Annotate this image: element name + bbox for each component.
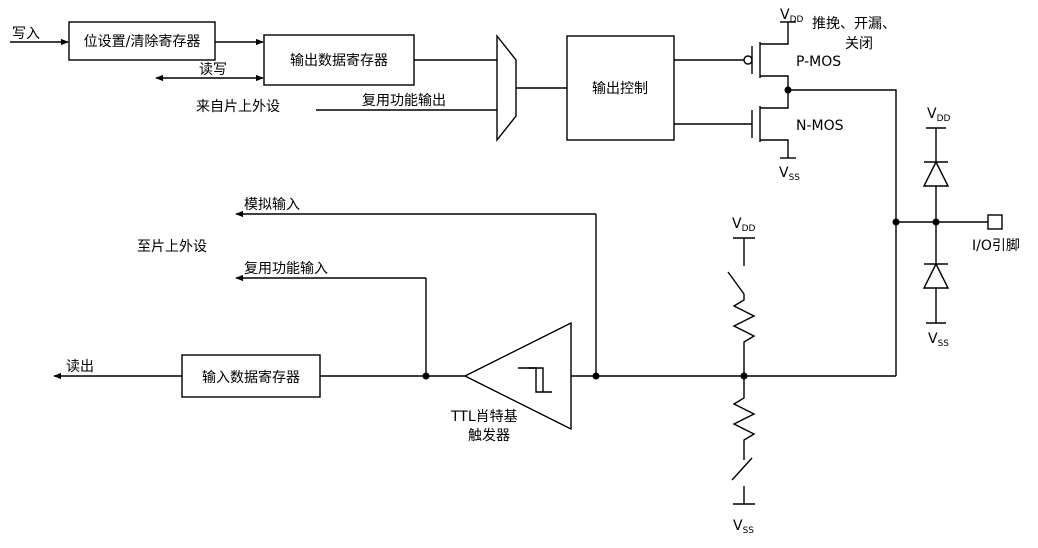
pmos-source-wire bbox=[760, 22, 789, 45]
pullup-vdd-label: VDD bbox=[732, 216, 756, 234]
alt-func-input-node-dot bbox=[422, 372, 430, 380]
upper-protection-diode bbox=[922, 160, 950, 187]
pullup-switch bbox=[727, 271, 745, 295]
pulldown-switch bbox=[731, 457, 753, 481]
pmos-vdd-label: VDD bbox=[780, 7, 804, 25]
diode-vss-label: VSS bbox=[928, 331, 949, 349]
read-out-label: 读出 bbox=[66, 358, 94, 375]
input-data-register-label: 输入数据寄存器 bbox=[202, 369, 300, 386]
from-onchip-peripheral-label: 来自片上外设 bbox=[196, 99, 280, 115]
output-mode-label-line1: 推挽、开漏、 bbox=[812, 16, 896, 32]
output-data-register-label: 输出数据寄存器 bbox=[290, 52, 388, 69]
output-data-register-box bbox=[263, 34, 415, 86]
pmos-drain-wire bbox=[760, 75, 789, 90]
ttl-schmitt-label-line2: 触发器 bbox=[468, 428, 510, 444]
pmos-gate-bubble bbox=[743, 55, 753, 65]
pulldown-resistor bbox=[732, 376, 756, 460]
output-control-label: 输出控制 bbox=[592, 81, 648, 97]
output-mux bbox=[496, 33, 517, 143]
pmos-label: P-MOS bbox=[796, 54, 841, 70]
pullup-resistor bbox=[732, 294, 756, 376]
output-control-box bbox=[566, 35, 675, 141]
bit-set-clear-register-box bbox=[68, 21, 216, 61]
bit-set-clear-register-label: 位设置/清除寄存器 bbox=[84, 33, 201, 50]
nmos-vss-label: VSS bbox=[779, 165, 800, 183]
nmos-source-wire bbox=[760, 139, 789, 158]
analog-input-label: 模拟输入 bbox=[244, 197, 300, 213]
nmos-label: N-MOS bbox=[796, 118, 844, 134]
pin-node-dot bbox=[892, 218, 900, 226]
io-pin-square bbox=[987, 214, 1003, 230]
input-data-register-box bbox=[181, 354, 321, 398]
hysteresis-symbol-a bbox=[518, 367, 552, 393]
output-to-pin-wire bbox=[788, 89, 897, 376]
read-write-label: 读写 bbox=[199, 61, 227, 78]
pulldown-vss-label: VSS bbox=[733, 518, 754, 536]
hysteresis-symbol-b bbox=[528, 367, 544, 392]
io-pin-label: I/O引脚 bbox=[972, 238, 1020, 254]
alt-func-input-label: 复用功能输入 bbox=[244, 260, 328, 277]
ttl-schmitt-label-line1: TTL肖特基 bbox=[450, 408, 518, 425]
to-onchip-peripheral-label: 至片上外设 bbox=[137, 239, 207, 255]
analog-input-node-dot bbox=[592, 372, 600, 380]
write-in-label: 写入 bbox=[12, 26, 40, 42]
output-mode-label-line2: 关闭 bbox=[845, 36, 873, 52]
lower-protection-diode bbox=[922, 262, 950, 289]
alt-func-output-label: 复用功能输出 bbox=[362, 92, 446, 109]
nmos-drain-wire bbox=[760, 90, 789, 109]
diode-vdd-label: VDD bbox=[927, 106, 951, 124]
diode-node-dot bbox=[932, 218, 940, 226]
